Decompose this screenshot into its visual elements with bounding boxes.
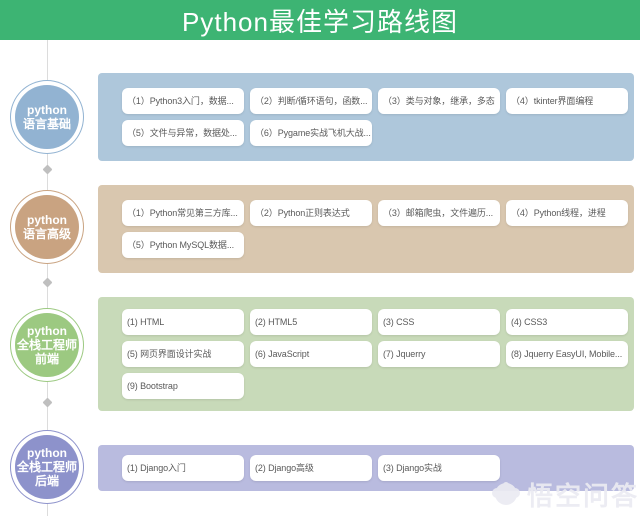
topic-pill: (1) HTML bbox=[122, 309, 244, 335]
topic-pill: （1）Python常见第三方库... bbox=[122, 200, 244, 226]
topic-pill: （1）Python3入门，数据... bbox=[122, 88, 244, 114]
circle-label-line: 语言高级 bbox=[22, 227, 71, 241]
circle-label-line: 全栈工程师 bbox=[16, 460, 77, 474]
panel-fullstack-frontend: (1) HTML (2) HTML5 (3) CSS (4) CSS3 (5) … bbox=[98, 297, 634, 411]
topic-pill: (1) Django入门 bbox=[122, 455, 244, 481]
topic-pill: (5) 网页界面设计实战 bbox=[122, 341, 244, 367]
circle-label-line: python bbox=[27, 103, 67, 117]
topic-pill: （3）邮箱爬虫，文件遍历... bbox=[378, 200, 500, 226]
topic-pill: （4）Python线程，进程 bbox=[506, 200, 628, 226]
circle-label-line: python bbox=[27, 324, 67, 338]
stage-circle-python-basics: python 语言基础 bbox=[15, 85, 79, 149]
topic-pill: （2）Python正则表达式 bbox=[250, 200, 372, 226]
circle-label-line: python bbox=[27, 213, 67, 227]
circle-label-line: 全栈工程师 bbox=[16, 338, 77, 352]
topic-pill: （3）类与对象，继承，多态 bbox=[378, 88, 500, 114]
topic-pill: (4) CSS3 bbox=[506, 309, 628, 335]
panel-python-advanced: （1）Python常见第三方库... （2）Python正则表达式 （3）邮箱爬… bbox=[98, 185, 634, 273]
topic-pill: (3) Django实战 bbox=[378, 455, 500, 481]
topic-pill: (9) Bootstrap bbox=[122, 373, 244, 399]
topic-pill: (2) HTML5 bbox=[250, 309, 372, 335]
topic-pill: （2）判断/循环语句，函数... bbox=[250, 88, 372, 114]
topic-pill: (7) Jquerry bbox=[378, 341, 500, 367]
header-bar: Python最佳学习路线图 bbox=[0, 0, 640, 40]
topic-pill: （5）文件与异常，数据处... bbox=[122, 120, 244, 146]
stage-circle-fullstack-backend: python 全栈工程师 后端 bbox=[15, 435, 79, 499]
page-title: Python最佳学习路线图 bbox=[182, 6, 458, 37]
topic-pill: （5）Python MySQL数据... bbox=[122, 232, 244, 258]
topic-pill: （4）tkinter界面编程 bbox=[506, 88, 628, 114]
stage-circle-python-advanced: python 语言高级 bbox=[15, 195, 79, 259]
topic-pill: (2) Django高级 bbox=[250, 455, 372, 481]
panel-python-basics: （1）Python3入门，数据... （2）判断/循环语句，函数... （3）类… bbox=[98, 73, 634, 161]
stage-circle-fullstack-frontend: python 全栈工程师 前端 bbox=[15, 313, 79, 377]
arrow-down-icon bbox=[42, 164, 53, 175]
arrow-down-icon bbox=[42, 397, 53, 408]
circle-label-line: 后端 bbox=[34, 474, 59, 488]
circle-label-line: python bbox=[27, 446, 67, 460]
panel-fullstack-backend: (1) Django入门 (2) Django高级 (3) Django实战 bbox=[98, 445, 634, 491]
topic-pill: （6）Pygame实战飞机大战... bbox=[250, 120, 372, 146]
topic-pill: (3) CSS bbox=[378, 309, 500, 335]
circle-label-line: 语言基础 bbox=[22, 117, 71, 131]
arrow-down-icon bbox=[42, 277, 53, 288]
topic-pill: (8) Jquerry EasyUI, Mobile... bbox=[506, 341, 628, 367]
circle-label-line: 前端 bbox=[34, 352, 59, 366]
topic-pill: (6) JavaScript bbox=[250, 341, 372, 367]
